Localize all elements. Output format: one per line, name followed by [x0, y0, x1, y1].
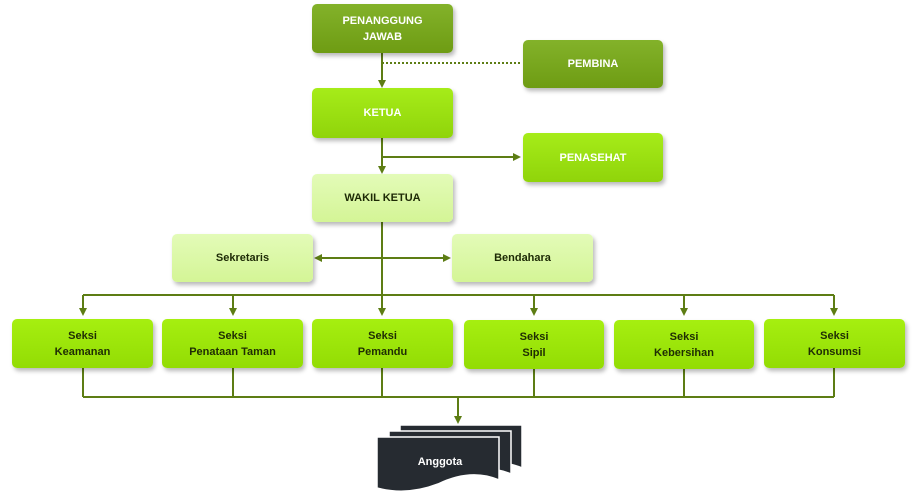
ketua-box: KETUA	[312, 88, 453, 138]
pembina-box: PEMBINA	[523, 40, 663, 88]
anggota-document-stack	[376, 424, 523, 492]
penanggung-jawab-box: PENANGGUNG JAWAB	[312, 4, 453, 53]
anggota-label: Anggota	[417, 456, 463, 468]
seksi-keamanan-box: Seksi Keamanan	[12, 319, 153, 368]
seksi-pemandu-box: Seksi Pemandu	[312, 319, 453, 368]
bendahara-box: Bendahara	[452, 234, 593, 282]
seksi-konsumsi-box: Seksi Konsumsi	[764, 319, 905, 368]
seksi-kebersihan-box: Seksi Kebersihan	[614, 320, 754, 369]
seksi-sipil-box: Seksi Sipil	[464, 320, 604, 369]
wakil-ketua-box: WAKIL KETUA	[312, 174, 453, 222]
penasehat-box: PENASEHAT	[523, 133, 663, 182]
seksi-penataan-taman-box: Seksi Penataan Taman	[162, 319, 303, 368]
sekretaris-box: Sekretaris	[172, 234, 313, 282]
